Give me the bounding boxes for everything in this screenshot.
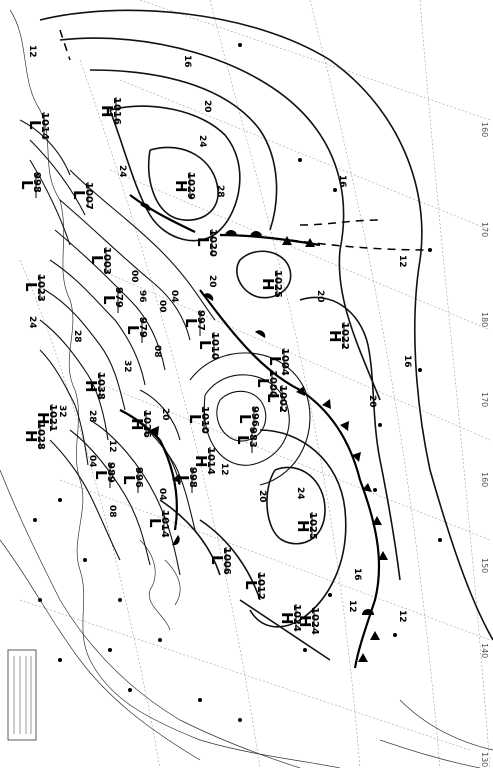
isobar-label: 16 (182, 55, 192, 68)
isobar-label: 12 (347, 600, 357, 613)
isobar-label: 04 (169, 290, 179, 303)
isobar-label: 04 (87, 455, 97, 468)
high-pressure-center: H (259, 278, 277, 291)
isobar-label: 20 (160, 408, 170, 421)
low-pressure-center: L (22, 282, 40, 292)
low-pressure-center: L (146, 518, 164, 528)
high-pressure-center: H (34, 412, 52, 425)
low-pressure-center: L (254, 378, 272, 388)
low-pressure-center: L (266, 356, 284, 366)
isobar-label: 32 (122, 360, 132, 373)
longitude-label: 170 (480, 392, 489, 407)
longitude-label: 180 (480, 312, 489, 327)
low-pressure-center: L (70, 190, 88, 200)
isobar-label: 08 (152, 345, 162, 358)
low-pressure-center: L (236, 414, 254, 424)
low-pressure-center: L (120, 475, 138, 485)
isobar-label: 12 (397, 255, 407, 268)
low-pressure-center: L (26, 120, 44, 130)
high-pressure-center: H (128, 418, 146, 431)
high-pressure-center: H (294, 520, 312, 533)
isobar-label: 20 (315, 290, 325, 303)
high-pressure-center: H (172, 180, 190, 193)
isobar-label: 24 (295, 487, 305, 500)
longitude-label: 160 (480, 122, 489, 137)
low-pressure-center: L (124, 325, 142, 335)
isobar-label: 16 (402, 355, 412, 368)
isobar-value-labels: 16 20 24 24 28 16 12 20 16 20 24 20 16 1… (27, 45, 412, 623)
low-pressure-center: L (100, 295, 118, 305)
isobar-label: 28 (87, 410, 97, 423)
isobar-label: 00 (157, 300, 167, 313)
low-pressure-center: L (194, 237, 212, 247)
longitude-label: 160 (480, 472, 489, 487)
isobar-label: 28 (72, 330, 82, 343)
isobar-label: 24 (27, 316, 37, 329)
low-pressure-center: L (242, 580, 260, 590)
isobar-label: 20 (367, 395, 377, 408)
isobar-label: 12 (397, 610, 407, 623)
low-pressure-center: L (92, 470, 110, 480)
low-pressure-center: L (196, 340, 214, 350)
low-pressure-center: L (264, 393, 282, 403)
isobar-label: 20 (207, 275, 217, 288)
longitude-label: 150 (480, 558, 489, 573)
low-pressure-center: L (18, 180, 36, 190)
isobar-label: 20 (202, 100, 212, 113)
isobar-label: 08 (107, 505, 117, 518)
isobar-label: 04 (157, 488, 167, 501)
isobar-label: 12 (27, 45, 37, 58)
longitude-label: 170 (480, 222, 489, 237)
high-pressure-center: H (22, 430, 40, 443)
low-pressure-center: L (208, 555, 226, 565)
high-pressure-center: H (296, 615, 314, 628)
high-pressure-center: H (98, 105, 116, 118)
fronts (119, 194, 388, 669)
low-pressure-center: L (182, 318, 200, 328)
coastlines (0, 9, 493, 768)
isobar-label: 00 (129, 270, 139, 283)
isobar-label: 28 (215, 185, 225, 198)
low-pressure-center: L (174, 475, 192, 485)
isobar-label: 12 (219, 463, 229, 476)
high-pressure-center: H (82, 380, 100, 393)
isobar-label: 24 (197, 135, 207, 148)
isobar-label: 20 (257, 490, 267, 503)
high-pressure-center: H (326, 330, 344, 343)
longitude-label: 140 (480, 643, 489, 658)
longitude-label: 130 (480, 752, 489, 767)
trough-lines (59, 29, 431, 251)
isobar-label: 16 (352, 568, 362, 581)
isobar-label: 12 (107, 440, 117, 453)
low-pressure-center: L (234, 435, 252, 445)
high-pressure-center: H (192, 455, 210, 468)
longitude-labels: 130 140 150 160 170 180 170 160 (480, 122, 489, 767)
stations (33, 43, 442, 722)
low-pressure-center: L (186, 414, 204, 424)
legend-box (7, 649, 37, 741)
isobar-label: 24 (117, 165, 127, 178)
pressure-centers: H1029L1020H1025H1022L1004L1000L1002L996L… (18, 97, 350, 635)
low-pressure-center: L (88, 255, 106, 265)
isobar-label: 16 (337, 175, 347, 188)
high-pressure-center: H (278, 612, 296, 625)
isobar-label: 96 (137, 290, 147, 303)
isobar-label: 32 (57, 405, 67, 418)
